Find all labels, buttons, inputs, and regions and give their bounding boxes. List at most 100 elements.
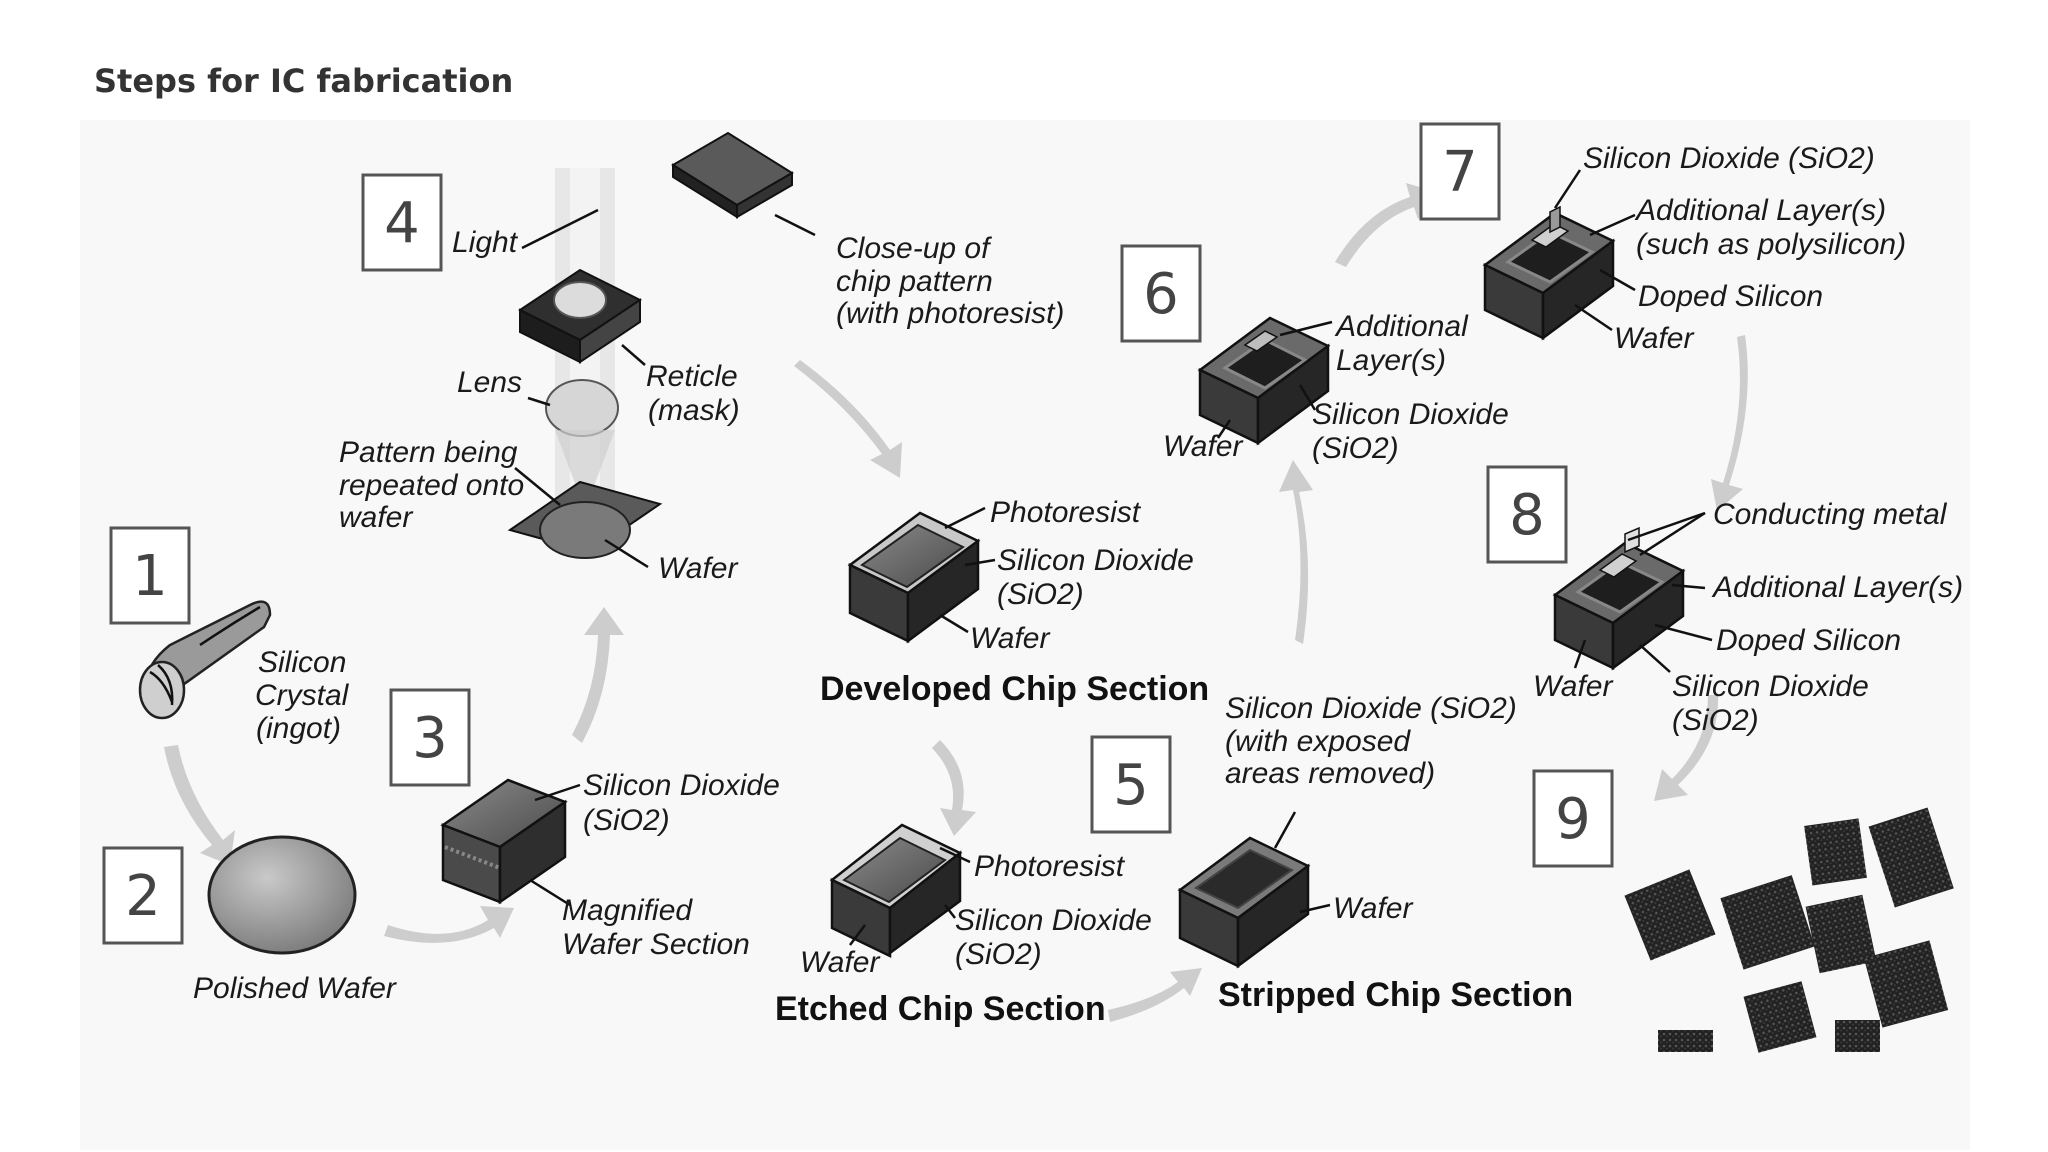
flow-arrows: [164, 183, 1748, 1022]
chip-die: [1658, 1030, 1713, 1052]
step-9-number: 9: [1555, 787, 1591, 852]
step5-wafer: Wafer: [1333, 892, 1413, 925]
arrow-8-to-9: [1654, 695, 1719, 801]
arrow-4-to-developed: [794, 360, 902, 478]
developed-oxide-line1: Silicon Dioxide: [997, 544, 1194, 577]
step8-metal: Conducting metal: [1713, 498, 1948, 531]
step6-chip-block: [1197, 316, 1331, 446]
step7-oxide: Silicon Dioxide (SiO2): [1583, 142, 1875, 175]
lithography-illustration: [507, 131, 794, 559]
chip-die: [1720, 875, 1815, 970]
step4-closeup-line3: (with photoresist): [836, 297, 1064, 330]
arrow-3-to-4: [572, 607, 624, 743]
developed-photoresist: Photoresist: [990, 496, 1142, 529]
arrow-2-to-3: [384, 906, 514, 943]
step8-chip-block: [1552, 526, 1686, 671]
diced-chips-illustration: [1624, 807, 1954, 1053]
step4-reticle-line2: (mask): [648, 394, 740, 427]
chip-die: [1804, 818, 1867, 886]
step8-doped: Doped Silicon: [1716, 624, 1901, 657]
step7-additional-line1: Additional Layer(s): [1634, 194, 1886, 227]
step4-pattern-line2: repeated onto: [339, 469, 524, 502]
step4-closeup-line2: chip pattern: [836, 265, 993, 298]
step-4-number: 4: [384, 191, 420, 256]
stripped-chip-block: [1177, 836, 1311, 969]
chip-die: [1624, 869, 1716, 961]
etched-title: Etched Chip Section: [775, 990, 1106, 1028]
step4-pattern-line1: Pattern being: [339, 436, 518, 469]
step-5-number: 5: [1113, 753, 1149, 818]
step-1-number: 1: [132, 544, 168, 609]
step7-doped: Doped Silicon: [1638, 280, 1823, 313]
arrow-developed-to-etched: [932, 740, 976, 836]
step3-section-line2: Wafer Section: [562, 928, 750, 961]
step8-oxide-line1: Silicon Dioxide: [1672, 670, 1869, 703]
step-3-box: 3: [389, 688, 471, 787]
step1-label-line1: Silicon: [258, 646, 346, 679]
step-6-number: 6: [1143, 262, 1179, 327]
polished-wafer-illustration: [207, 835, 357, 955]
step7-chip-block: [1482, 205, 1616, 341]
step7-additional-line2: (such as polysilicon): [1636, 228, 1906, 261]
step2-label: Polished Wafer: [193, 972, 397, 1005]
etched-chip-block: [829, 823, 963, 958]
developed-chip-block: [847, 511, 981, 644]
step4-wafer: Wafer: [658, 552, 738, 585]
step6-additional-line2: Layer(s): [1336, 344, 1446, 377]
etched-wafer: Wafer: [800, 946, 880, 979]
chip-die: [1863, 940, 1949, 1028]
step5-oxide-line2: (with exposed: [1225, 725, 1411, 758]
step3-section-line1: Magnified: [562, 894, 693, 927]
step4-light: Light: [452, 226, 519, 259]
step6-oxide-line2: (SiO2): [1312, 432, 1399, 465]
step-8-number: 8: [1509, 483, 1545, 548]
arrow-1-to-2: [164, 745, 235, 865]
step-1-box: 1: [109, 526, 191, 625]
etched-oxide-line2: (SiO2): [955, 938, 1042, 971]
step1-label-line2: Crystal: [255, 679, 350, 712]
step6-wafer: Wafer: [1163, 430, 1243, 463]
step4-pattern-line3: wafer: [339, 501, 413, 534]
etched-oxide-line1: Silicon Dioxide: [955, 904, 1152, 937]
step1-label-line3: (ingot): [256, 712, 341, 745]
step8-oxide-line2: (SiO2): [1672, 704, 1759, 737]
step-3-number: 3: [412, 706, 448, 771]
step4-lens: Lens: [457, 366, 522, 399]
silicon-ingot-illustration: [138, 600, 272, 720]
step8-additional: Additional Layer(s): [1711, 571, 1963, 604]
step-7-number: 7: [1442, 140, 1478, 205]
step-8-box: 8: [1486, 465, 1568, 564]
chip-die: [1868, 807, 1954, 908]
step4-closeup-line1: Close-up of: [836, 232, 992, 265]
developed-wafer: Wafer: [970, 622, 1050, 655]
step-2-number: 2: [125, 864, 161, 929]
step3-oxide-line2: (SiO2): [583, 804, 670, 837]
step5-title: Stripped Chip Section: [1218, 976, 1573, 1014]
step5-oxide-line1: Silicon Dioxide (SiO2): [1225, 692, 1517, 725]
step7-wafer: Wafer: [1614, 322, 1694, 355]
step8-wafer: Wafer: [1533, 670, 1613, 703]
step-6-box: 6: [1120, 244, 1202, 343]
wafer-section-block: [440, 778, 568, 905]
chip-die: [1835, 1020, 1880, 1052]
step-5-box: 5: [1090, 735, 1172, 834]
step5-oxide-line3: areas removed): [1225, 757, 1435, 790]
step-4-box: 4: [361, 173, 443, 272]
arrow-7-to-8: [1711, 335, 1748, 511]
developed-title: Developed Chip Section: [820, 670, 1209, 708]
etched-photoresist: Photoresist: [974, 850, 1126, 883]
step4-reticle-line1: Reticle: [646, 360, 738, 393]
step-9-box: 9: [1532, 769, 1614, 868]
developed-oxide-line2: (SiO2): [997, 578, 1084, 611]
step6-oxide-line1: Silicon Dioxide: [1312, 398, 1509, 431]
chip-die: [1805, 894, 1877, 974]
arrow-6-to-7: [1335, 183, 1440, 267]
step-7-box: 7: [1419, 122, 1501, 221]
step-2-box: 2: [102, 846, 184, 945]
step6-additional-line1: Additional: [1334, 310, 1469, 343]
arrow-5-to-6: [1279, 460, 1313, 644]
arrow-etched-to-5: [1108, 968, 1202, 1022]
chip-die: [1743, 981, 1817, 1053]
step3-oxide-line1: Silicon Dioxide: [583, 769, 780, 802]
